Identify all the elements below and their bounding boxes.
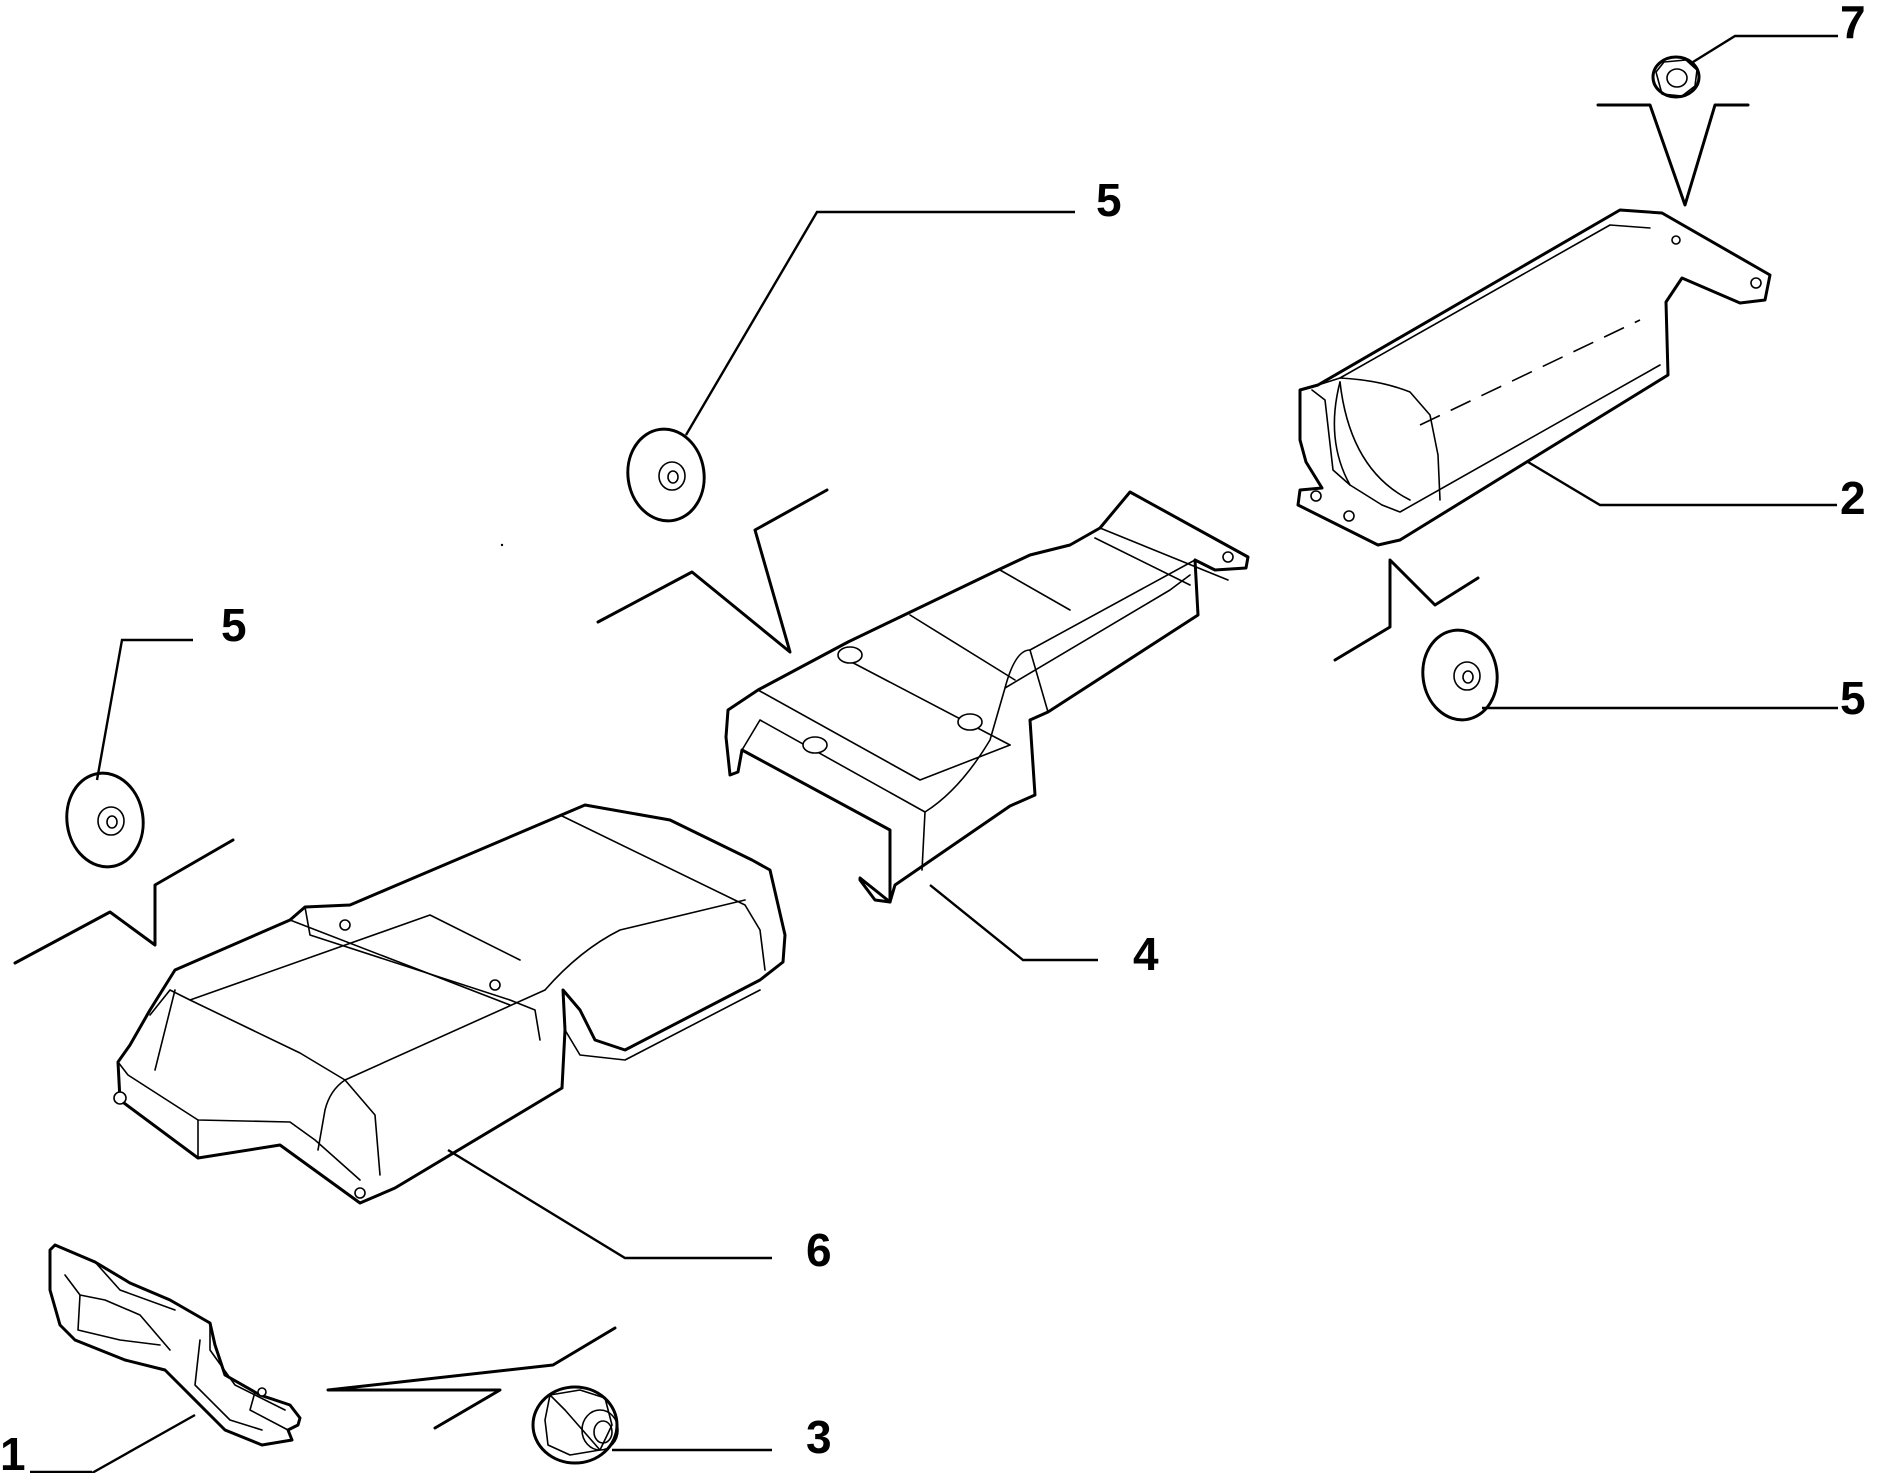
leader-1 bbox=[30, 1413, 196, 1473]
callout-4: 4 bbox=[1133, 928, 1159, 980]
leader-5-top bbox=[684, 210, 1075, 436]
fastening-indicator-2-top bbox=[1596, 103, 1750, 207]
callout-7: 7 bbox=[1840, 0, 1866, 48]
callout-5-right: 5 bbox=[1840, 672, 1866, 724]
washer-5-left bbox=[65, 771, 145, 869]
heat-shield-2 bbox=[1296, 208, 1772, 547]
bracket-1 bbox=[48, 1243, 302, 1447]
washer-5-top bbox=[626, 427, 706, 523]
callout-5-left: 5 bbox=[221, 599, 247, 651]
leader-5-left bbox=[95, 638, 193, 781]
fastening-indicator-3 bbox=[326, 1326, 617, 1430]
nut-7 bbox=[1651, 55, 1701, 99]
callout-5-top: 5 bbox=[1096, 174, 1122, 226]
fastening-indicator-2-bottom bbox=[1333, 558, 1480, 662]
leader-6 bbox=[447, 1148, 772, 1260]
callout-1: 1 bbox=[0, 1428, 26, 1473]
heat-shield-4 bbox=[724, 490, 1250, 904]
callout-3: 3 bbox=[806, 1411, 832, 1463]
callout-6: 6 bbox=[806, 1224, 832, 1276]
washer-5-right bbox=[1421, 628, 1499, 722]
stray-mark bbox=[500, 543, 504, 547]
fastening-indicator-6 bbox=[13, 838, 235, 965]
callout-2: 2 bbox=[1840, 472, 1866, 524]
leader-7 bbox=[1692, 34, 1838, 64]
leader-4 bbox=[929, 884, 1098, 962]
flange-nut-3 bbox=[531, 1385, 619, 1465]
heat-shield-6 bbox=[113, 803, 787, 1205]
fastening-indicator-4 bbox=[596, 488, 829, 654]
leader-2 bbox=[1527, 460, 1837, 507]
